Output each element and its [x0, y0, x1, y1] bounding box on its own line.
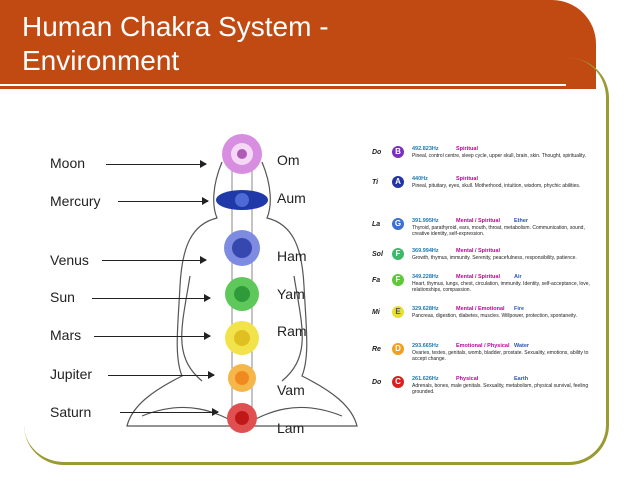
crown-chakra	[222, 134, 262, 174]
note-letter-badge: C	[392, 376, 404, 388]
note-description: Adrenals, bones, male genitals. Sexualit…	[412, 383, 589, 395]
note-description: Pineal, pituitary, eyes, skull. Motherho…	[412, 183, 581, 189]
note-frequency: 440Hz	[412, 176, 428, 182]
jupiter-arrow	[108, 371, 215, 379]
note-element: Water	[514, 343, 530, 349]
mantra-yam: Yam	[277, 286, 305, 302]
note-frequency: 329.628Hz	[412, 306, 439, 312]
venus-arrow	[102, 256, 207, 264]
note-description: Heart, thymus, lungs, chest, circulation…	[412, 281, 590, 293]
note-aspect: Mental / Emotional	[456, 306, 505, 312]
note-row: Ti A 440Hz Spiritual Pineal, pituitary, …	[372, 176, 584, 210]
solar-plexus-chakra	[225, 321, 259, 355]
note-element: Air	[514, 274, 522, 280]
title-bar: Human Chakra System - Environment	[0, 0, 596, 89]
heart-chakra	[225, 277, 259, 311]
note-letter-badge: F	[392, 248, 404, 260]
note-letter-badge: A	[392, 176, 404, 188]
mantra-lam: Lam	[277, 420, 305, 436]
slide-frame	[24, 58, 609, 465]
note-letter-badge: G	[392, 218, 404, 230]
note-row: Do C 261.626Hz Physical Earth Adrenals, …	[372, 376, 588, 410]
note-aspect: Mental / Spiritual	[456, 218, 501, 224]
planet-label-saturn: Saturn	[50, 404, 92, 420]
note-name: Do	[372, 149, 382, 156]
mantra-om: Om	[277, 152, 300, 168]
note-element: Earth	[514, 376, 529, 382]
note-letter-badge: B	[392, 146, 404, 158]
note-frequency: 492.823Hz	[412, 146, 439, 152]
note-row: Sol F 369.994Hz Mental / Spiritual Growt…	[372, 248, 584, 282]
note-description: Growth, thymus, immunity. Serenity, peac…	[412, 255, 577, 261]
note-element: Fire	[514, 306, 525, 312]
note-name: Fa	[372, 277, 381, 284]
note-frequency: 369.994Hz	[412, 248, 439, 254]
sacral-chakra	[228, 364, 256, 392]
note-row: La G 391.995Hz Mental / Spiritual Ether …	[372, 218, 585, 252]
chakra-figure	[126, 134, 358, 433]
note-aspect: Physical	[456, 376, 479, 382]
mantra-ham: Ham	[277, 248, 307, 264]
note-name: Do	[372, 379, 382, 386]
note-row: Re D 293.665Hz Emotional / Physical Wate…	[372, 343, 588, 377]
throat-chakra	[224, 230, 260, 266]
title-underline	[0, 84, 566, 86]
note-aspect: Spiritual	[456, 176, 479, 182]
mantra-aum: Aum	[277, 190, 306, 206]
note-frequency: 349.228Hz	[412, 274, 439, 280]
note-aspect: Spiritual	[456, 146, 479, 152]
note-element: Ether	[514, 218, 529, 224]
planet-label-moon: Moon	[50, 155, 86, 171]
note-aspect: Mental / Spiritual	[456, 248, 501, 254]
note-frequency: 261.626Hz	[412, 376, 439, 382]
moon-arrow	[106, 160, 207, 168]
note-name: Mi	[372, 309, 380, 316]
mantra-ram: Ram	[277, 323, 307, 339]
note-name: Sol	[372, 251, 383, 258]
sun-arrow	[92, 294, 211, 302]
planet-label-venus: Venus	[50, 252, 89, 268]
planet-label-jupiter: Jupiter	[50, 366, 93, 382]
note-description: Thyroid, parathyroid, ears, mouth, throa…	[412, 225, 585, 237]
note-aspect: Emotional / Physical	[456, 343, 510, 349]
note-row: Fa F 349.228Hz Mental / Spiritual Air He…	[372, 274, 590, 308]
note-row: Do B 492.823Hz Spiritual Pineal, control…	[372, 146, 586, 180]
root-chakra	[227, 403, 257, 433]
note-name: Ti	[372, 179, 379, 186]
note-letter-badge: D	[392, 343, 404, 355]
saturn-arrow	[120, 408, 219, 416]
planet-label-mercury: Mercury	[50, 193, 101, 209]
note-letter-badge: F	[392, 274, 404, 286]
mercury-arrow	[118, 197, 209, 205]
third-eye-chakra	[216, 190, 268, 210]
note-description: Pancreas, digestion, diabetes, muscles. …	[412, 313, 577, 319]
note-name: La	[372, 221, 381, 228]
note-frequency: 391.995Hz	[412, 218, 439, 224]
note-name: Re	[372, 346, 381, 353]
note-frequency: 293.665Hz	[412, 343, 439, 349]
planet-label-mars: Mars	[50, 327, 82, 343]
mars-arrow	[94, 332, 211, 340]
mantra-vam: Vam	[277, 382, 305, 398]
note-letter-badge: E	[392, 306, 404, 318]
note-description: Ovaries, testes, genitals, womb, bladder…	[412, 350, 589, 362]
note-row: Mi E 329.628Hz Mental / Emotional Fire P…	[372, 306, 584, 340]
note-aspect: Mental / Spiritual	[456, 274, 501, 280]
planet-label-sun: Sun	[50, 289, 75, 305]
note-description: Pineal, control centre, sleep cycle, upp…	[412, 153, 587, 159]
